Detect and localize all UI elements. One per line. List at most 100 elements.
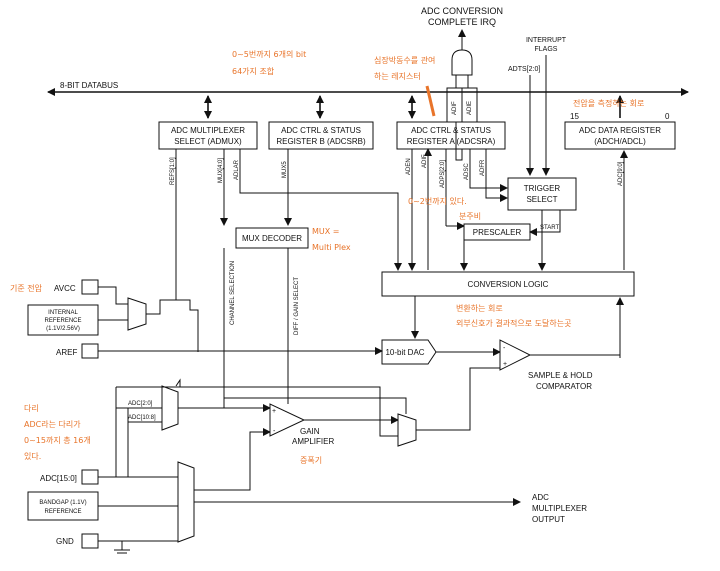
adcsrb-label-1: ADC CTRL & STATUS [281,126,361,135]
adc-data-register-block [564,121,676,150]
internal-reference-block [27,304,99,336]
annotation-voltage: 전압을 측정하는 회로 [573,98,644,108]
adsc-wire [469,149,508,192]
bandgap-label-2: REFERENCE [44,509,81,515]
comp-minus: - [503,345,506,352]
avcc-to-refmux [98,286,128,305]
annotation-mux-2: Multi Plex [312,243,351,252]
annotation-mux-bits-1: 0~5번까지 6개의 bit [232,49,306,59]
output-label-3: OUTPUT [532,515,565,524]
admux-label-2: SELECT (ADMUX) [174,137,242,146]
irq-label-1: ADC CONVERSION [421,6,503,16]
adfr-wire [485,149,508,202]
mux40-label: MUX[4:0] [218,158,224,183]
adc-input-pin[interactable] [81,469,99,485]
selmux-to-comparator [416,367,500,431]
output-label-2: MULTIPLEXER [532,504,587,513]
annotation-register-2: 하는 레지스터 [374,71,421,81]
gain-minus: - [273,428,276,435]
annotation-ref-voltage: 기준 전압 [10,283,43,293]
mux-decoder-block [235,227,309,249]
annotation-mux-1: MUX = [312,227,339,236]
top-feed [116,378,181,388]
comp-plus: + [503,361,507,368]
ref-switch [176,299,199,352]
main-input-mux [177,461,195,543]
avcc-label: AVCC [54,284,76,293]
adps-label: ADPS[2:0] [440,160,446,188]
annotation-convert-2: 외부신호가 결과적으로 도달하는곳 [456,318,572,328]
bit0-label: 0 [665,112,670,121]
adc150-label: ADC[15:0] [40,474,77,483]
annotation-pins-3: 0~15까지 총 16개 [24,435,91,445]
sample-hold-label-1: SAMPLE & HOLD [528,371,593,380]
pos-input-mux [161,385,179,431]
int-ref-label-2: REFERENCE [44,318,81,324]
adif-flag-link [455,122,463,161]
aden-label: ADEN [406,158,412,175]
sample-hold-label-2: COMPARATOR [536,382,592,391]
annotation-prescale-2: 분주비 [459,212,481,221]
annotation-convert-1: 변환하는 회로 [456,303,503,313]
conversion-logic-block [381,271,635,297]
adlar-label: ADLAR [234,159,240,180]
adc20-label: ADC[2:0] [128,401,153,407]
irq-label-2: COMPLETE IRQ [428,17,496,27]
adcsra-label-2: REGISTER A (ADCSRA) [407,137,496,146]
annotation-pins-4: 있다. [24,451,41,461]
ref-mux [127,297,147,331]
start-wire [529,210,561,236]
gain-label-2: AMPLIFIER [292,437,334,446]
annotation-pins-1: 다리 [24,404,39,413]
dac-label: 10-bit DAC [385,348,424,357]
aref-pin[interactable] [81,343,99,359]
adcdata-label-1: ADC DATA REGISTER [579,126,661,135]
int-flags-2: FLAGS [535,46,558,53]
adif-label: ADIF [422,154,428,168]
gnd-pin[interactable] [81,533,99,549]
gain-plus: + [272,408,276,415]
comparator-triangle [499,339,532,371]
aref-label: AREF [56,348,77,357]
trigger-select-block [507,177,577,211]
mainmux-to-gain [194,428,271,491]
adcsrb-label-2: REGISTER B (ADCSRB) [276,137,366,146]
annotation-register-1: 심장박동수를 관여 [374,55,435,65]
bandgap-label-1: BANDGAP (1.1V) [39,500,86,506]
admux-label-1: ADC MULTIPLEXER [171,126,245,135]
admux-block [158,121,258,150]
annotation-mux-bits-2: 64가지 조합 [232,67,275,76]
sh-input-mux [397,413,417,447]
mux5-label: MUX5 [282,161,288,178]
comparator-out [530,354,621,358]
prescaler-label: PRESCALER [473,228,522,237]
trigger-label-2: SELECT [526,195,557,204]
adc108-label: ADC[10:8] [128,415,156,421]
refs-label: REFS[1:0] [170,157,176,185]
adsc-label: ADSC [464,163,470,180]
channel-select-label: CHANNEL SELECTION [230,261,236,325]
conversion-logic-label: CONVERSION LOGIC [468,280,549,289]
annotation-amp: 증폭기 [300,456,322,465]
gnd-label: GND [56,537,74,546]
adts-label: ADTS[2:0] [508,66,540,73]
adie-bit-label: ADIE [467,101,473,115]
avcc-pin[interactable] [81,279,99,295]
output-label-1: ADC [532,493,549,502]
annotation-pointer [425,85,436,117]
start-label: START [540,225,559,231]
databus-label: 8-BIT DATABUS [60,81,118,90]
adcdata-label-2: (ADCH/ADCL) [594,137,646,146]
adcsra-label-1: ADC CTRL & STATUS [411,126,491,135]
int-ref-label-1: INTERNAL [48,310,78,316]
adlar-wire [239,149,402,271]
and-gate [451,49,473,76]
ground-symbol [114,541,130,554]
bandgap-reference-block [27,491,99,521]
trigger-label-1: TRIGGER [524,184,561,193]
bit15-label: 15 [570,112,579,121]
posmux-bypass [180,386,398,437]
channel-select-to-selmux [223,397,407,414]
